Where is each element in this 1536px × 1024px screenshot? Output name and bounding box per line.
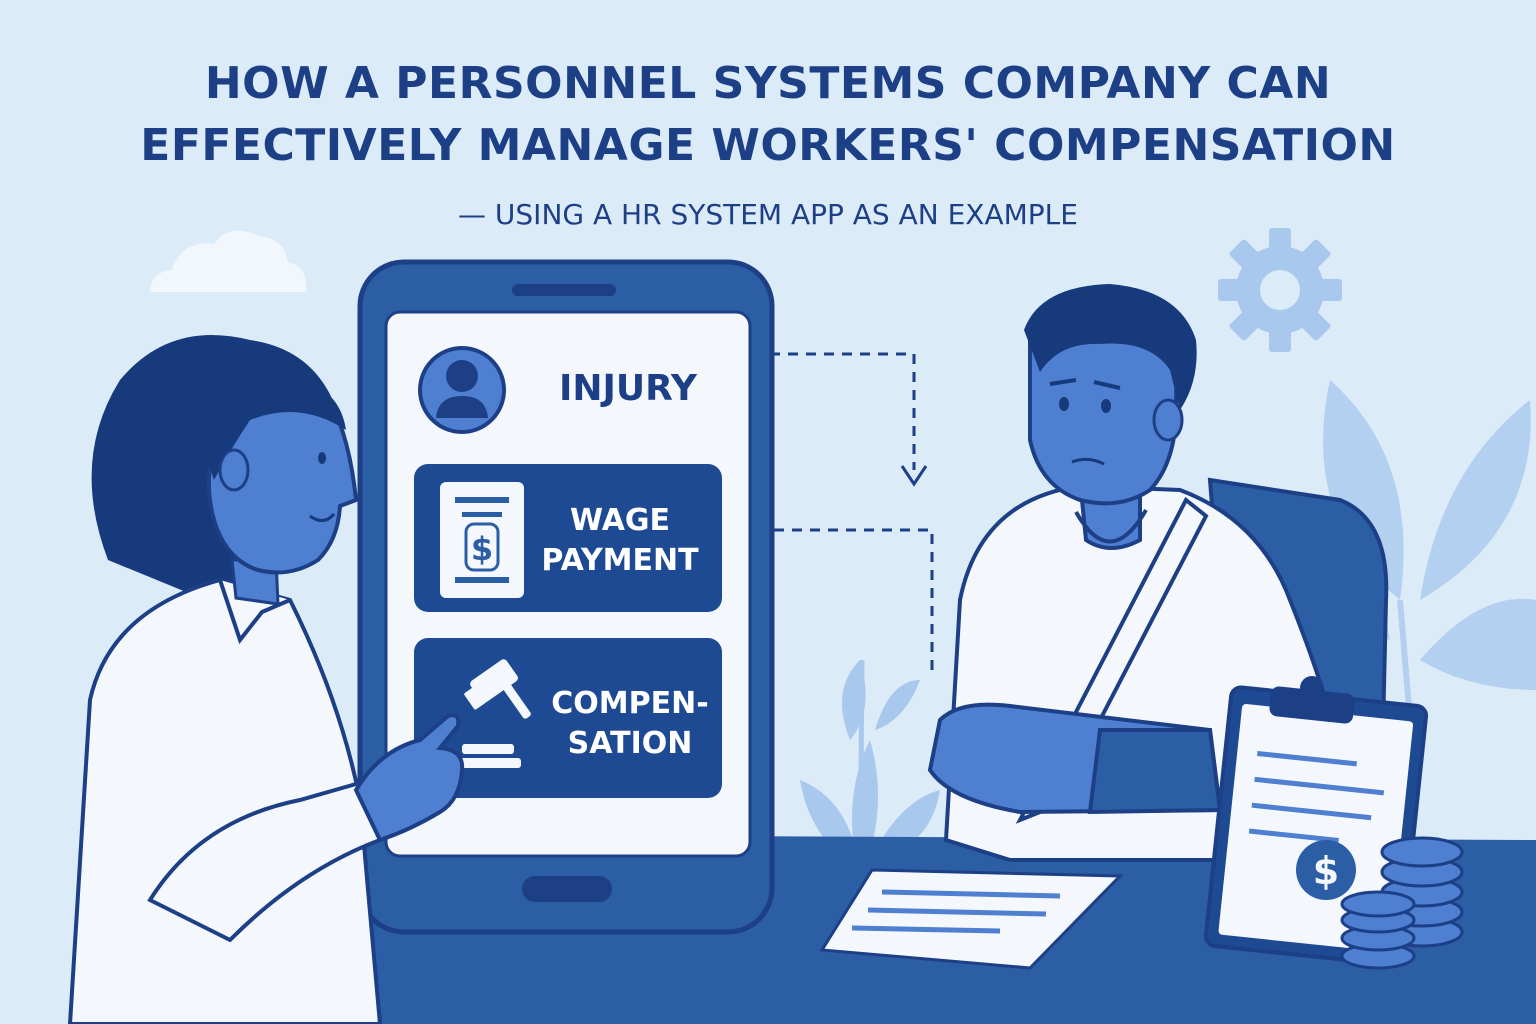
wage-payment-label-line-2: PAYMENT [541, 543, 699, 578]
dashed-arrow-2 [774, 528, 934, 670]
clipboard-icon: $ [1203, 676, 1429, 967]
dollar-document-icon: $ [440, 482, 524, 598]
svg-text:$: $ [471, 530, 493, 568]
compensation-label-line-1: COMPEN- [551, 686, 709, 721]
svg-text:$: $ [1313, 849, 1339, 893]
compensation-card[interactable] [414, 638, 722, 798]
cloud-icon [150, 230, 307, 292]
compensation-label-line-2: SATION [567, 726, 693, 761]
wage-payment-card[interactable]: $ [414, 464, 722, 612]
dashed-arrow-1 [770, 352, 916, 470]
coin-stack-icon [1340, 836, 1464, 970]
wage-payment-label-line-1: WAGE [569, 503, 671, 538]
page-subtitle: — USING A HR SYSTEM APP AS AN EXAMPLE [458, 198, 1078, 231]
page-title-line-1: HOW A PERSONNEL SYSTEMS COMPANY CAN [204, 58, 1332, 109]
gavel-icon [455, 659, 531, 768]
gear-icon [1218, 228, 1342, 352]
woman-figure [67, 335, 465, 1024]
page-title-line-2: EFFECTIVELY MANAGE WORKERS' COMPENSATION [140, 120, 1396, 171]
document-on-desk [819, 868, 1124, 970]
arrow-head [900, 465, 928, 487]
injury-label: INJURY [559, 368, 697, 409]
user-avatar-icon [418, 346, 506, 434]
